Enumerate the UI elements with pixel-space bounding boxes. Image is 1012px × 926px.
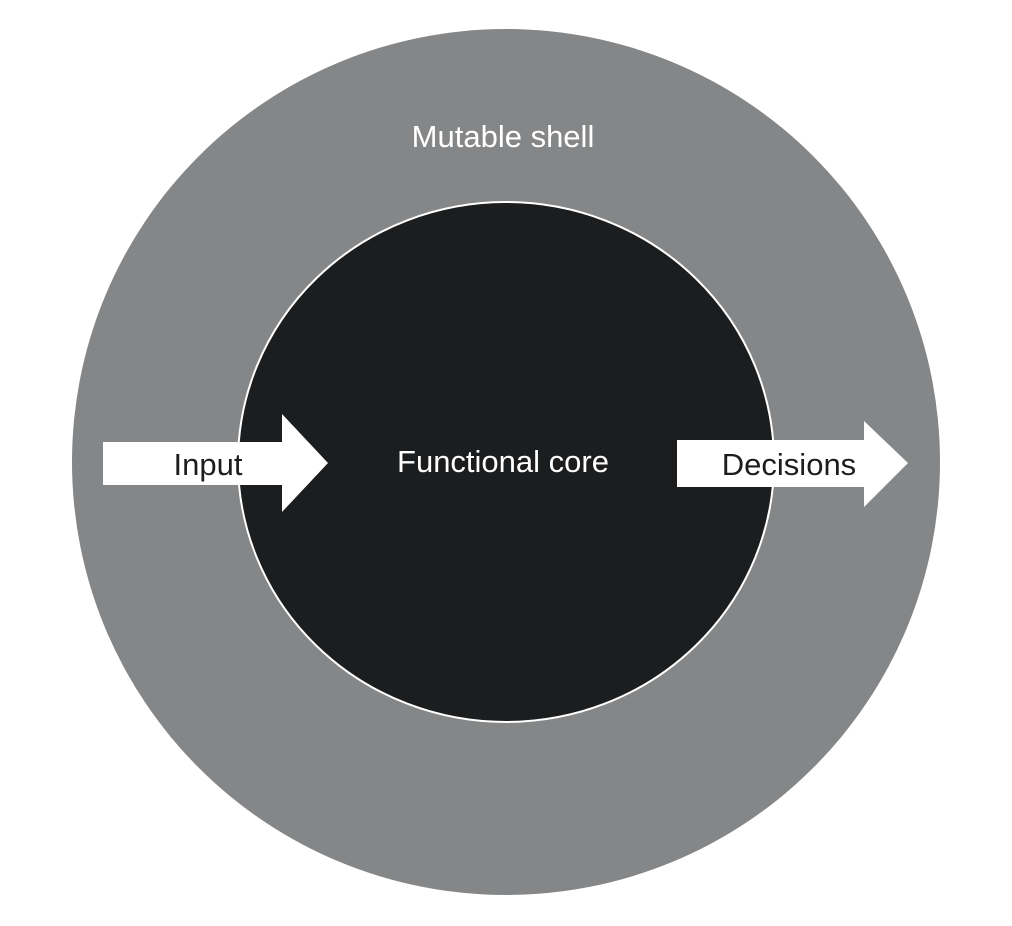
- input-arrow-label: Input: [174, 447, 243, 482]
- functional-core-label: Functional core: [397, 444, 609, 479]
- decisions-arrow-label: Decisions: [722, 447, 856, 482]
- mutable-shell-label: Mutable shell: [412, 119, 595, 154]
- input-arrow-shape: [103, 414, 328, 512]
- decisions-arrow: Decisions: [677, 421, 908, 507]
- input-arrow: Input: [103, 414, 328, 512]
- decisions-arrow-shape: [677, 421, 908, 507]
